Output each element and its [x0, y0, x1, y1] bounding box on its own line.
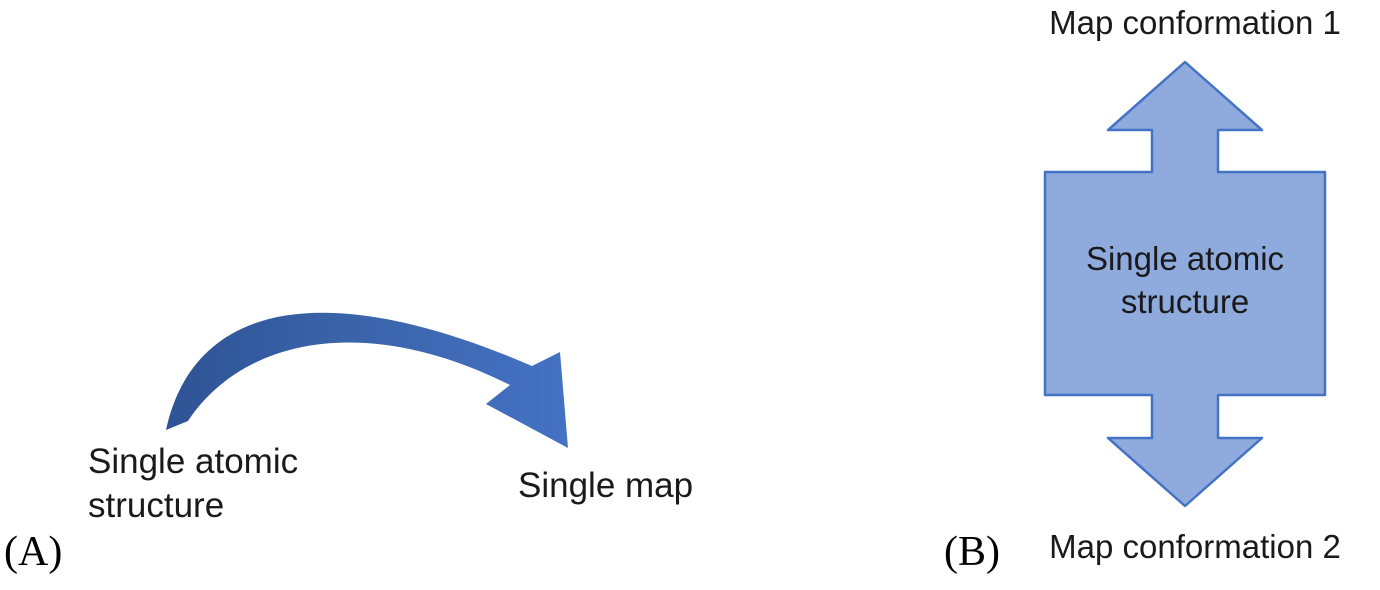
- panel-a-target-text: Single map: [518, 466, 694, 505]
- panel-b-bottom-label: Map conformation 2: [1049, 528, 1341, 565]
- panel-b-center-text: Single atomic structure: [1085, 240, 1285, 320]
- panel-a-label: (A): [4, 529, 63, 575]
- double-headed-block-arrow-icon: [1043, 60, 1327, 508]
- panel-a-source-text: Single atomic structure: [88, 442, 299, 526]
- panel-b-label: (B): [944, 529, 1000, 575]
- panel-b-top-label: Map conformation 1: [1049, 4, 1341, 41]
- curved-arrow-icon: [166, 312, 568, 448]
